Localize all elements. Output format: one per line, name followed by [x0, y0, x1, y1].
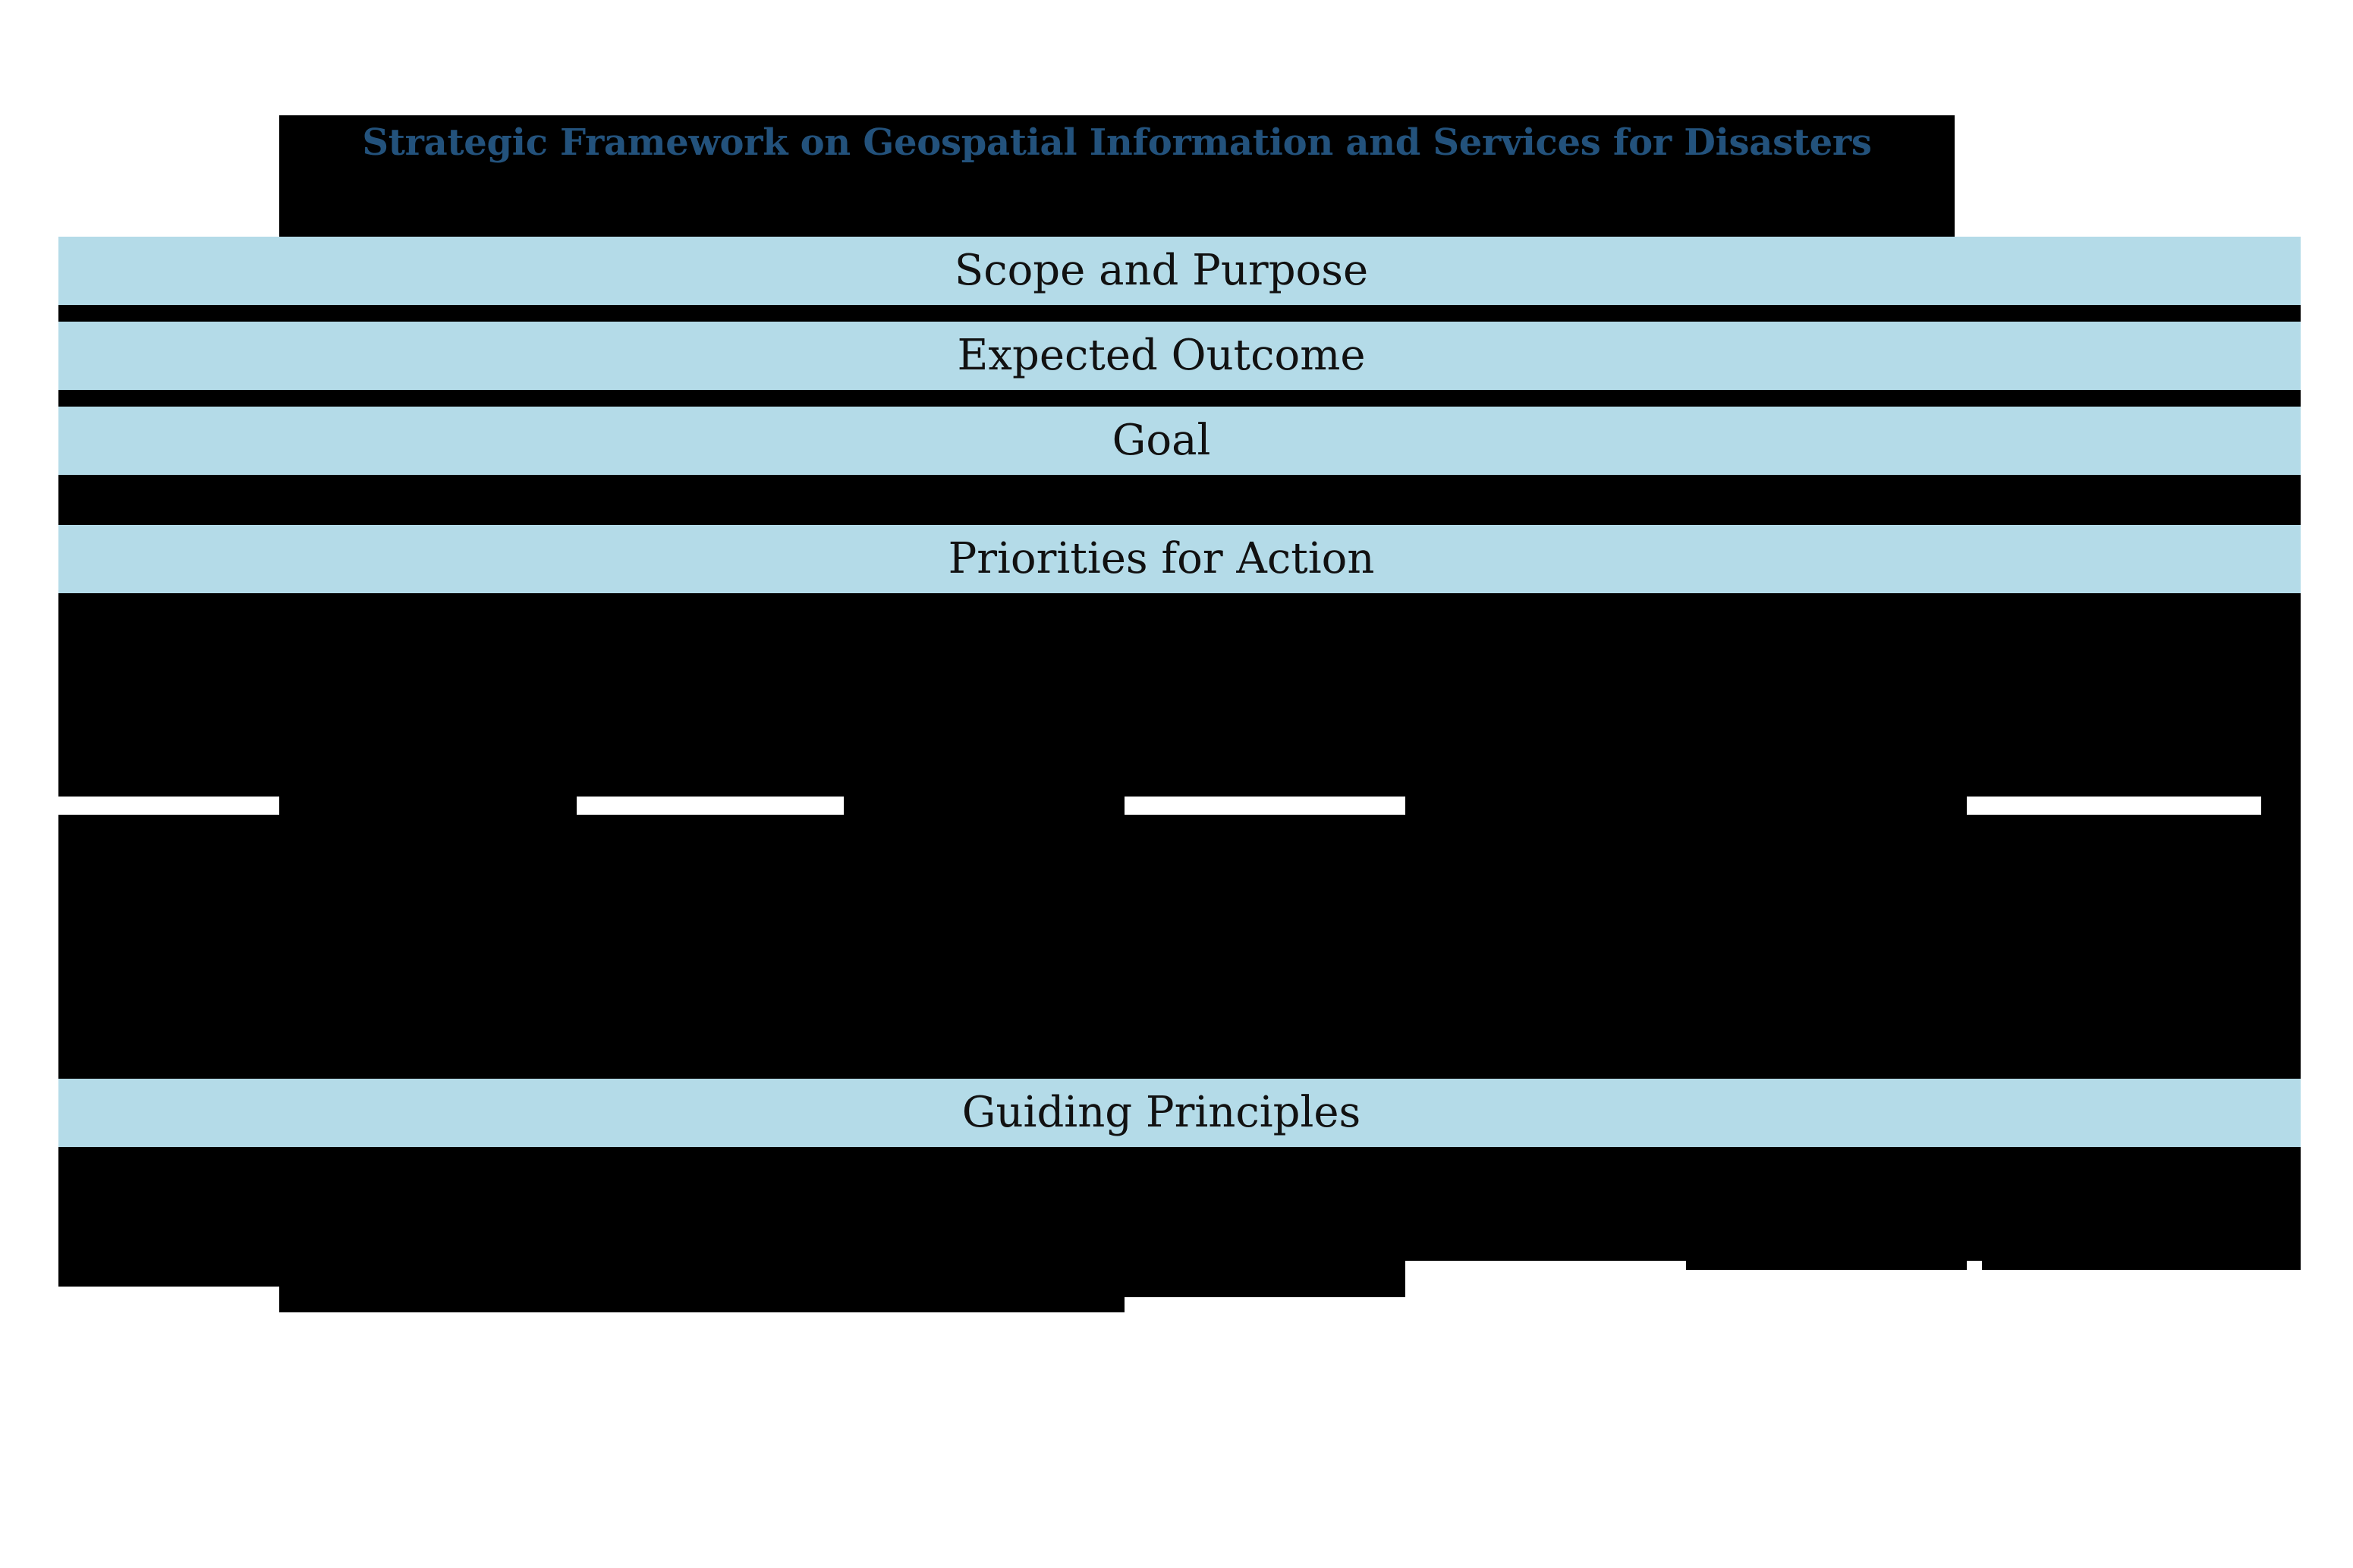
section-label-guiding-principles: Guiding Principles: [961, 1088, 1361, 1137]
section-header-scope-and-purpose[interactable]: Scope and Purpose: [58, 237, 2301, 305]
section-label-goal: Goal: [1112, 416, 1211, 465]
section-header-expected-outcome[interactable]: Expected Outcome: [58, 322, 2301, 390]
section-label-priorities-for-action: Priorities for Action: [948, 534, 1375, 583]
priorities-columns: [58, 815, 2301, 1079]
section-label-scope-and-purpose: Scope and Purpose: [954, 246, 1369, 295]
priorities-column-divider-4: [2261, 797, 2301, 815]
section-header-goal[interactable]: Goal: [58, 407, 2301, 475]
section-label-expected-outcome: Expected Outcome: [957, 331, 1366, 380]
principles-column-1: [58, 1261, 279, 1287]
page-title: Strategic Framework on Geospatial Inform…: [362, 121, 1872, 164]
principles-column-7: [1982, 1261, 2301, 1270]
title-backdrop: Strategic Framework on Geospatial Inform…: [279, 115, 1955, 237]
section-body-priorities-for-action: [58, 593, 2301, 797]
priorities-column-divider-2: [844, 797, 1125, 815]
principles-column-6: [1686, 1261, 1967, 1270]
section-body-guiding-principles: [58, 1147, 2301, 1261]
principles-column-4: [1125, 1261, 1405, 1297]
section-header-priorities-for-action[interactable]: Priorities for Action: [58, 525, 2301, 593]
priorities-column-divider-1: [279, 797, 577, 815]
principles-column-2: [279, 1261, 844, 1312]
priorities-column-divider-3: [1405, 797, 1967, 815]
principles-column-3: [844, 1261, 1125, 1312]
section-header-guiding-principles[interactable]: Guiding Principles: [58, 1079, 2301, 1147]
